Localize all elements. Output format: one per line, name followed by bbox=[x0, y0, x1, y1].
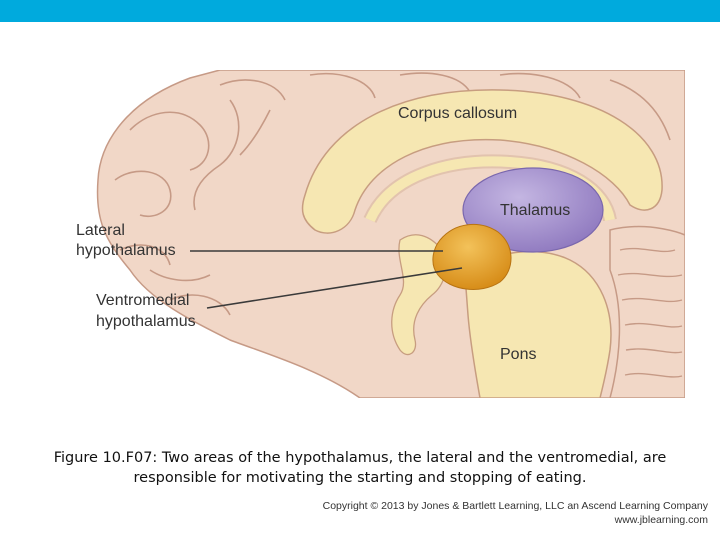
copyright-notice: Copyright © 2013 by Jones & Bartlett Lea… bbox=[323, 499, 708, 527]
gyri bbox=[114, 72, 671, 316]
ventromedial-label-line2: hypothalamus bbox=[96, 313, 196, 330]
thalamus-label: Thalamus bbox=[500, 202, 570, 219]
figure-caption: Figure 10.F07: Two areas of the hypothal… bbox=[30, 448, 690, 488]
copyright-line-1: Copyright © 2013 by Jones & Bartlett Lea… bbox=[322, 500, 708, 512]
ventromedial-pointer-line bbox=[206, 267, 463, 309]
brain-diagram bbox=[96, 70, 685, 398]
corpus-callosum-label: Corpus callosum bbox=[398, 105, 517, 122]
ventromedial-label-line1: Ventromedial bbox=[96, 292, 189, 309]
copyright-url: www.jblearning.com bbox=[614, 514, 708, 526]
cerebellum bbox=[609, 225, 685, 398]
pons-label: Pons bbox=[500, 346, 536, 363]
caption-line-1: Figure 10.F07: Two areas of the hypothal… bbox=[53, 450, 667, 466]
thalamus-region bbox=[462, 167, 604, 253]
corpus-callosum bbox=[301, 89, 663, 234]
hypothalamus-region bbox=[432, 223, 512, 290]
header-bar bbox=[0, 0, 720, 22]
caption-line-2: responsible for motivating the starting … bbox=[133, 470, 587, 486]
lateral-label-line2: hypothalamus bbox=[76, 242, 176, 259]
lateral-label-line1: Lateral bbox=[76, 222, 125, 239]
